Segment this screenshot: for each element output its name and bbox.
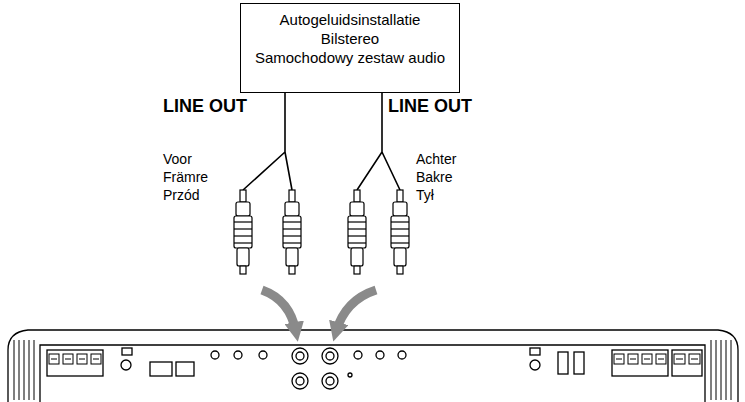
channel-label: Przód	[163, 187, 200, 204]
node-text: Autogeluidsinstallatie	[249, 10, 451, 29]
signal-name: LINE OUT	[163, 96, 247, 117]
head-unit-box: AutogeluidsinstallatieBilstereoSamochodo…	[240, 3, 460, 93]
signal-name: LINE OUT	[388, 96, 472, 117]
channel-label: Bakre	[416, 169, 453, 186]
rca-plug	[234, 190, 409, 274]
node-text: Samochodowy zestaw audio	[249, 48, 451, 67]
insert-arrow	[262, 290, 376, 332]
amplifier	[8, 330, 738, 402]
channel-label: Achter	[416, 151, 456, 168]
cable	[243, 92, 400, 190]
channel-label: Främre	[163, 169, 208, 186]
channel-label: Tył	[416, 187, 434, 204]
node-text: Bilstereo	[249, 29, 451, 48]
channel-label: Voor	[163, 151, 192, 168]
